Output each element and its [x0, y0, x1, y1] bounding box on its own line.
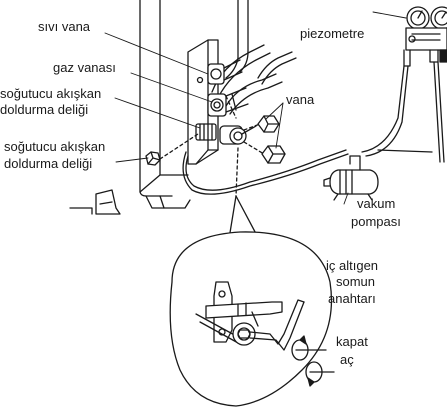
rotation-arrows: [291, 335, 335, 387]
valve-caps: [145, 115, 286, 166]
detail-callout: [169, 147, 333, 407]
gas-valve: [207, 87, 249, 117]
refrigerant-port-cap-label-line1: soğutucu akışkan: [4, 139, 106, 154]
valve-label: vana: [286, 92, 315, 107]
service-port-valve: [195, 123, 257, 145]
refrigerant-port-cap-label-line2: doldurma deliği: [4, 156, 93, 171]
hex-key-label-line2: somun: [336, 274, 376, 289]
detail-valve: [195, 281, 283, 346]
liquid-valve: [207, 59, 243, 85]
gas-valve-label: gaz vanası: [53, 60, 116, 75]
dashed-guides: [159, 95, 265, 160]
vacuum-pump-label-line1: vakum: [357, 196, 396, 211]
open-label: aç: [340, 352, 354, 367]
liquid-valve-label: sıvı vana: [38, 19, 91, 34]
vacuum-pump-label-line2: pompası: [351, 214, 401, 229]
refrigerant-port-label-line2: doldurma deliği: [0, 102, 89, 117]
close-label: kapat: [336, 334, 368, 349]
piezometer-label: piezometre: [300, 26, 365, 41]
refrigerant-port-label-line1: soğutucu akışkan: [0, 86, 102, 101]
outdoor-unit: [69, 0, 191, 215]
vacuum-pump: [323, 155, 379, 201]
refrigerant-pipes: [211, 0, 297, 115]
hex-key-label-line1: iç altıgen: [326, 258, 379, 273]
hex-key-label-line3: anahtarı: [328, 291, 376, 306]
gauge-manifold: [403, 6, 447, 67]
hex-key: [249, 299, 305, 351]
charging-hose: [182, 61, 445, 195]
